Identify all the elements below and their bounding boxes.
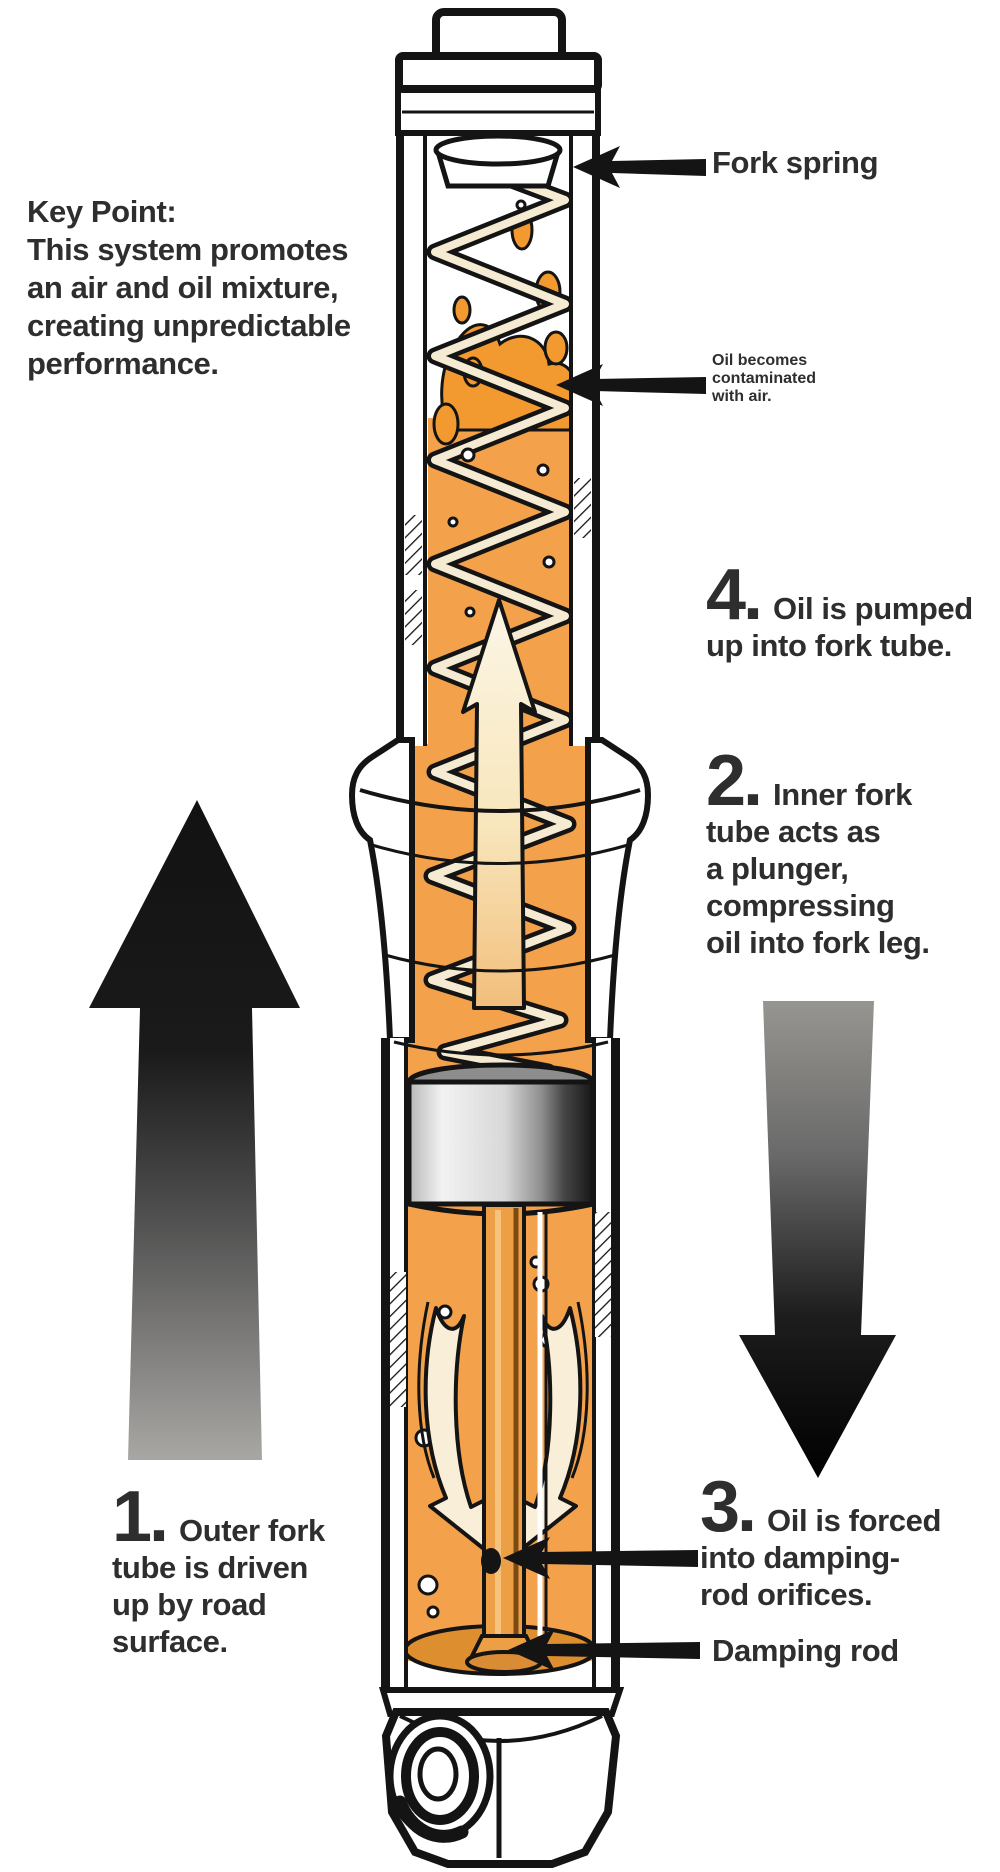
key-point-line: an air and oil mixture, xyxy=(27,270,339,305)
spring-seat xyxy=(433,133,563,189)
key-point-line: This system promotes xyxy=(27,232,349,267)
step-1-line: surface. xyxy=(112,1624,228,1659)
step-4-number: 4. xyxy=(706,555,763,635)
callout-arrow-fork-spring xyxy=(573,146,706,188)
step-3-line: Oil is forced xyxy=(767,1503,942,1538)
damping-rod xyxy=(465,1203,548,1674)
label-oil-contaminated: Oil becomes contaminated with air. xyxy=(712,352,816,406)
step-3-block: 3. Oil is forced into damping- rod orifi… xyxy=(700,1467,942,1613)
outer-fork-leg xyxy=(381,1038,620,1693)
step-1-number: 1. xyxy=(112,1477,169,1557)
label-fork-spring: Fork spring xyxy=(712,145,879,180)
key-point-block: Key Point: This system promotes an air a… xyxy=(27,193,351,383)
oil-flow-arrow-left xyxy=(423,1306,491,1555)
step-2-line: oil into fork leg. xyxy=(706,925,930,960)
step-1-line: up by road xyxy=(112,1587,267,1622)
step-1-line: Outer fork xyxy=(179,1513,325,1548)
step-3-line: into damping- xyxy=(700,1540,900,1575)
step-2-line: compressing xyxy=(706,888,895,923)
callout-arrow-oil-contaminated xyxy=(556,364,706,406)
key-point-line: performance. xyxy=(27,346,219,381)
step-3-line: rod orifices. xyxy=(700,1577,873,1612)
axle-lug xyxy=(379,1687,625,1868)
damping-rod-orifice xyxy=(481,1548,501,1574)
label-line: contaminated xyxy=(712,370,817,387)
fork-crown xyxy=(348,737,652,1043)
key-point-line: creating unpredictable xyxy=(27,308,351,343)
callout-arrow-damping-rod xyxy=(508,1629,700,1671)
step-2-line: tube acts as xyxy=(706,814,881,849)
outer-tube-up-arrow xyxy=(89,800,300,1460)
step-2-line: Inner fork xyxy=(773,777,913,812)
key-point-heading: Key Point: xyxy=(27,194,177,229)
oil-pump-up-arrow xyxy=(461,598,537,1010)
step-2-line: a plunger, xyxy=(706,851,849,886)
step-1-block: 1. Outer fork tube is driven up by road … xyxy=(112,1477,325,1660)
label-line: with air. xyxy=(712,388,772,405)
axle-boss xyxy=(386,1712,494,1843)
piston xyxy=(406,1062,596,1217)
step-4-block: 4. Oil is pumped up into fork tube. xyxy=(706,555,973,664)
callout-arrow-orifices xyxy=(503,1537,698,1579)
label-line: Oil becomes xyxy=(712,352,808,369)
step-4-line: Oil is pumped xyxy=(773,591,973,626)
fork-cap xyxy=(395,8,602,93)
fork-inner-tube xyxy=(395,82,601,746)
step-2-number: 2. xyxy=(706,741,763,821)
step-2-block: 2. Inner fork tube acts as a plunger, co… xyxy=(706,741,930,961)
step-4-line: up into fork tube. xyxy=(706,628,952,663)
label-damping-rod: Damping rod xyxy=(712,1633,899,1668)
step-1-line: tube is driven xyxy=(112,1550,308,1585)
step-3-number: 3. xyxy=(700,1467,757,1547)
inner-tube-down-arrow xyxy=(739,1001,896,1478)
